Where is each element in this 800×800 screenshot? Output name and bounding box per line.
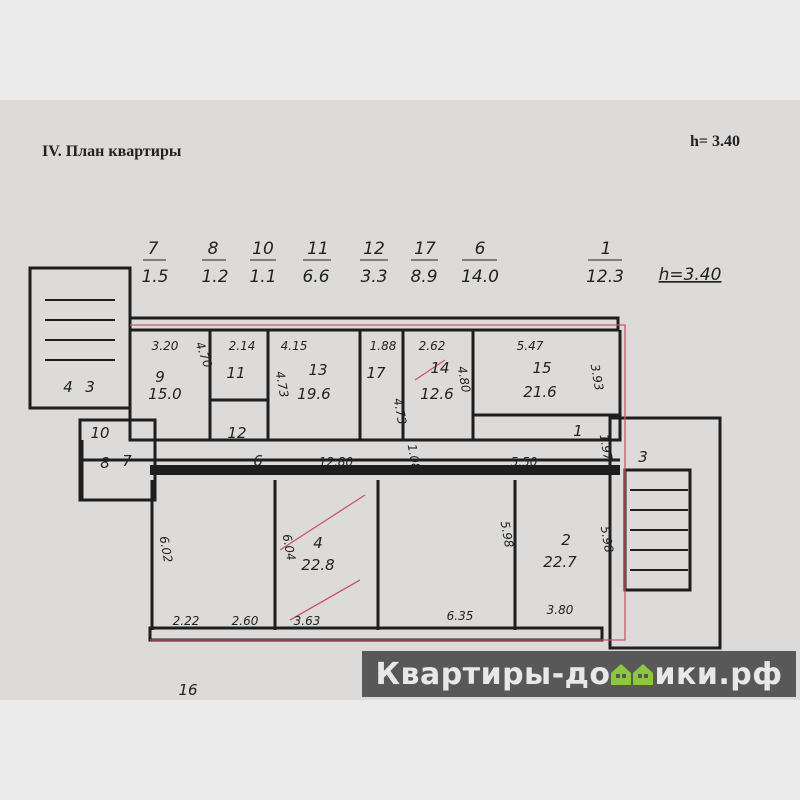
ceiling-height: h= 3.40: [690, 133, 741, 150]
stairs: [45, 299, 688, 571]
legend-entry: 71.5: [141, 239, 168, 287]
room-6-number: 6: [253, 452, 263, 470]
svg-text:4.73: 4.73: [273, 370, 291, 399]
room-16-number: 16: [178, 681, 197, 699]
legend-entry: 178.9: [410, 239, 438, 287]
room-4-area: 22.8: [301, 556, 334, 574]
svg-text:8.9: 8.9: [410, 267, 437, 287]
svg-text:4.80: 4.80: [455, 365, 473, 394]
svg-text:1.2: 1.2: [201, 267, 228, 287]
svg-text:3.20: 3.20: [152, 339, 179, 353]
room-9-area: 15.0: [148, 385, 181, 403]
room-4-number: 4: [313, 534, 323, 552]
room-10-number: 10: [90, 424, 109, 442]
svg-text:5.98: 5.98: [498, 520, 516, 549]
svg-text:11: 11: [307, 239, 329, 259]
watermark-text-start: Квартиры-до: [375, 656, 611, 692]
room-15-number: 15: [532, 359, 551, 377]
dimensions: 3.20 4.70 2.14 4.15 4.73 1.88 4.73 2.62 …: [152, 339, 617, 628]
svg-text:3.63: 3.63: [294, 614, 321, 628]
svg-text:3.93: 3.93: [588, 363, 606, 392]
svg-text:17: 17: [414, 239, 436, 259]
svg-text:1.5: 1.5: [141, 267, 168, 287]
svg-text:6.35: 6.35: [447, 609, 474, 623]
stair-left-4: 4: [63, 378, 73, 396]
house-icon: [633, 664, 654, 685]
svg-text:12: 12: [363, 239, 385, 259]
svg-text:10: 10: [252, 239, 274, 259]
legend-entry: 81.2: [201, 239, 228, 287]
svg-text:2.60: 2.60: [232, 614, 259, 628]
legend-entry: 101.1: [249, 239, 276, 287]
red-lines: [130, 324, 626, 641]
stair-right-3: 3: [638, 448, 648, 466]
svg-text:6.04: 6.04: [280, 533, 298, 562]
svg-text:1: 1: [601, 239, 612, 259]
svg-text:6.02: 6.02: [157, 535, 175, 564]
room-8-number: 8: [100, 454, 110, 472]
svg-text:6.6: 6.6: [302, 267, 329, 287]
svg-text:4.73: 4.73: [391, 397, 409, 426]
room-11-number: 11: [226, 364, 245, 382]
document-page: [0, 100, 800, 700]
svg-text:6: 6: [475, 239, 486, 259]
svg-text:12.80: 12.80: [319, 455, 354, 469]
room-7-number: 7: [122, 452, 132, 470]
svg-text:3.3: 3.3: [360, 267, 387, 287]
room-13-area: 19.6: [297, 385, 330, 403]
room-15-area: 21.6: [523, 383, 556, 401]
svg-text:1.08: 1.08: [405, 443, 423, 472]
room-17-number: 17: [366, 364, 386, 382]
page-title: IV. План квартиры: [42, 143, 182, 160]
legend: 71.5 81.2 101.1 116.6 123.3 178.9 614.0 …: [141, 239, 721, 287]
legend-entry: 123.3: [360, 239, 388, 287]
svg-text:4.15: 4.15: [281, 339, 308, 353]
svg-text:5.98: 5.98: [598, 525, 616, 554]
watermark: Квартиры-до ики.рф: [362, 651, 796, 697]
legend-height: h=3.40: [659, 265, 722, 285]
stair-left-3: 3: [85, 378, 95, 396]
svg-text:5.47: 5.47: [517, 339, 544, 353]
svg-text:1.97: 1.97: [597, 433, 615, 462]
svg-text:14.0: 14.0: [461, 267, 499, 287]
legend-entry: 116.6: [302, 239, 331, 287]
svg-text:1.1: 1.1: [249, 267, 276, 287]
house-icon: [611, 664, 632, 685]
svg-text:8: 8: [208, 239, 219, 259]
svg-text:3.80: 3.80: [547, 603, 574, 617]
svg-text:12.3: 12.3: [586, 267, 624, 287]
svg-text:4.70: 4.70: [193, 340, 215, 370]
svg-text:5.50: 5.50: [511, 455, 538, 469]
svg-text:2.22: 2.22: [173, 614, 200, 628]
room-13-number: 13: [308, 361, 327, 379]
walls: [28, 266, 722, 650]
room-14-area: 12.6: [420, 385, 453, 403]
svg-text:2.14: 2.14: [229, 339, 256, 353]
room-12-number: 12: [227, 424, 246, 442]
svg-text:2.62: 2.62: [419, 339, 446, 353]
room-2-number: 2: [561, 531, 571, 549]
svg-text:1.88: 1.88: [370, 339, 397, 353]
room-1-number: 1: [573, 422, 583, 440]
room-9-number: 9: [155, 368, 165, 386]
legend-entry: 112.3: [586, 239, 624, 287]
room-14-number: 14: [430, 359, 449, 377]
svg-text:7: 7: [148, 239, 159, 259]
room-2-area: 22.7: [543, 553, 577, 571]
legend-entry: 614.0: [461, 239, 499, 287]
watermark-text-end: ики.рф: [654, 656, 783, 692]
